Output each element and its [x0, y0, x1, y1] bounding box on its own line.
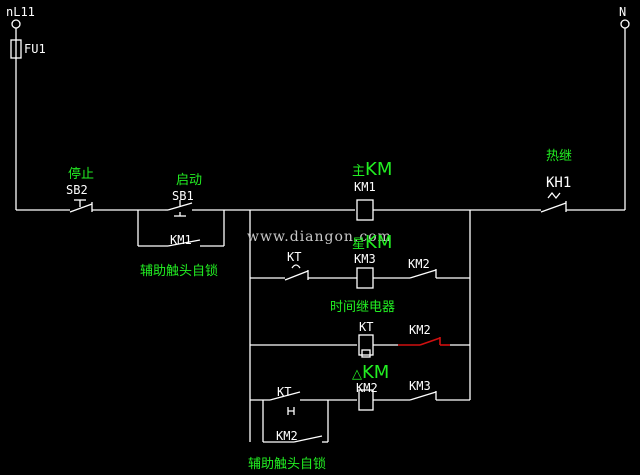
thermal-label: 热继	[546, 149, 572, 164]
km1-coil-label: KM1	[354, 180, 376, 194]
watermark: www.diangon.com	[247, 229, 392, 245]
row3-km2-label: KM2	[409, 323, 431, 337]
timer-relay-label: 时间继电器	[330, 300, 395, 315]
sb1-label: SB1	[172, 189, 194, 203]
start-button-sb1	[165, 200, 193, 217]
row4-km3-label: KM3	[409, 379, 431, 393]
left-terminal-label: nL11	[6, 5, 35, 19]
self-lock-label-2: 辅助触头自锁	[248, 456, 326, 472]
km3-coil-icon	[356, 267, 374, 289]
km2-coil-label: KM2	[356, 381, 378, 395]
sb2-label: SB2	[66, 183, 88, 197]
aux-km2-label: KM2	[276, 429, 298, 443]
right-terminal-icon	[620, 19, 630, 29]
kt-delay-icon	[361, 349, 371, 358]
aux-km1-label: KM1	[170, 233, 192, 247]
right-terminal-label: N	[619, 5, 626, 19]
main-km-title: 主KM	[352, 159, 392, 180]
km3-coil-label: KM3	[354, 252, 376, 266]
row2-km2-label: KM2	[408, 257, 430, 271]
star-km-title: 星KM	[352, 232, 392, 253]
km3-nc-contact-row4	[409, 391, 437, 401]
left-terminal-icon	[11, 19, 21, 29]
km1-coil-icon	[356, 199, 374, 221]
self-lock-label-1: 辅助触头自锁	[140, 263, 218, 279]
km2-nc-contact-row3	[398, 337, 450, 346]
row2-kt-label: KT	[287, 250, 301, 264]
kt-no-contact-row4	[269, 391, 301, 415]
kh1-label: KH1	[546, 175, 571, 191]
km2-nc-contact-row2	[409, 269, 437, 279]
stop-label: 停止	[68, 166, 94, 182]
row3-kt-label: KT	[359, 320, 373, 334]
fuse-label: FU1	[24, 42, 46, 56]
kt-nc-contact-row2	[284, 264, 309, 281]
delta-km-title: △KM	[352, 362, 389, 383]
kt-coil-icon	[358, 334, 374, 356]
thermal-relay-kh1	[540, 191, 567, 213]
row4-kt-label: KT	[277, 385, 291, 399]
start-label: 启动	[176, 173, 202, 188]
stop-button-sb2	[69, 199, 93, 213]
